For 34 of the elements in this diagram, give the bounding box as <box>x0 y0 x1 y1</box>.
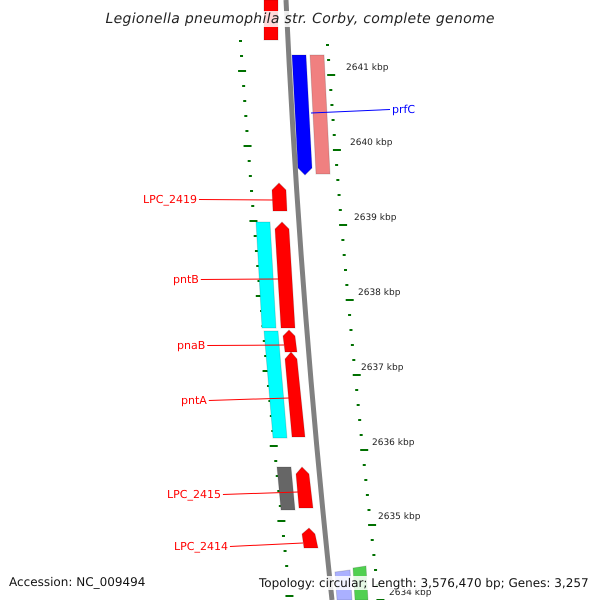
diagram-title: Legionella pneumophila str. Corby, complete genome <box>104 11 497 27</box>
scale-label: 2641 kbp <box>346 64 388 73</box>
leader-line <box>229 542 304 547</box>
scale-label: 2636 kbp <box>372 439 414 448</box>
gene-label: pntB <box>173 274 199 285</box>
leader-line <box>206 344 284 346</box>
accession-text: Accession: NC_009494 <box>9 576 146 588</box>
gene-bar <box>276 466 296 510</box>
genome-info-text: Topology: circular; Length: 3,576,470 bp; Genes: 3,257 <box>257 576 591 590</box>
scale-label: 2637 kbp <box>361 364 404 373</box>
scale-label: 2634 kbp <box>389 589 432 598</box>
leader-line <box>208 398 290 401</box>
gene-label: prfC <box>392 104 416 115</box>
gene-bar <box>263 330 288 438</box>
gene-bar <box>309 54 331 174</box>
scale-label: 2639 kbp <box>354 214 396 223</box>
gene-block <box>301 527 319 548</box>
leader-line <box>198 199 274 200</box>
scale-label: 2640 kbp <box>350 139 392 148</box>
leader-line <box>310 109 390 114</box>
scale-label: 2635 kbp <box>378 513 420 522</box>
gene-block <box>282 329 298 352</box>
leader-line <box>222 492 298 495</box>
gene-label: LPC_2415 <box>167 489 221 500</box>
gene-label: LPC_2414 <box>174 541 228 552</box>
gene-label: pnaB <box>177 340 206 351</box>
gene-label: LPC_2419 <box>143 194 197 205</box>
gene-block <box>295 466 314 508</box>
gene-block <box>272 182 288 212</box>
leader-line <box>200 278 280 280</box>
scale-label: 2638 kbp <box>358 289 400 298</box>
gene-label: pntA <box>181 395 207 406</box>
gene-block <box>291 54 313 176</box>
gene-bar <box>255 222 277 328</box>
